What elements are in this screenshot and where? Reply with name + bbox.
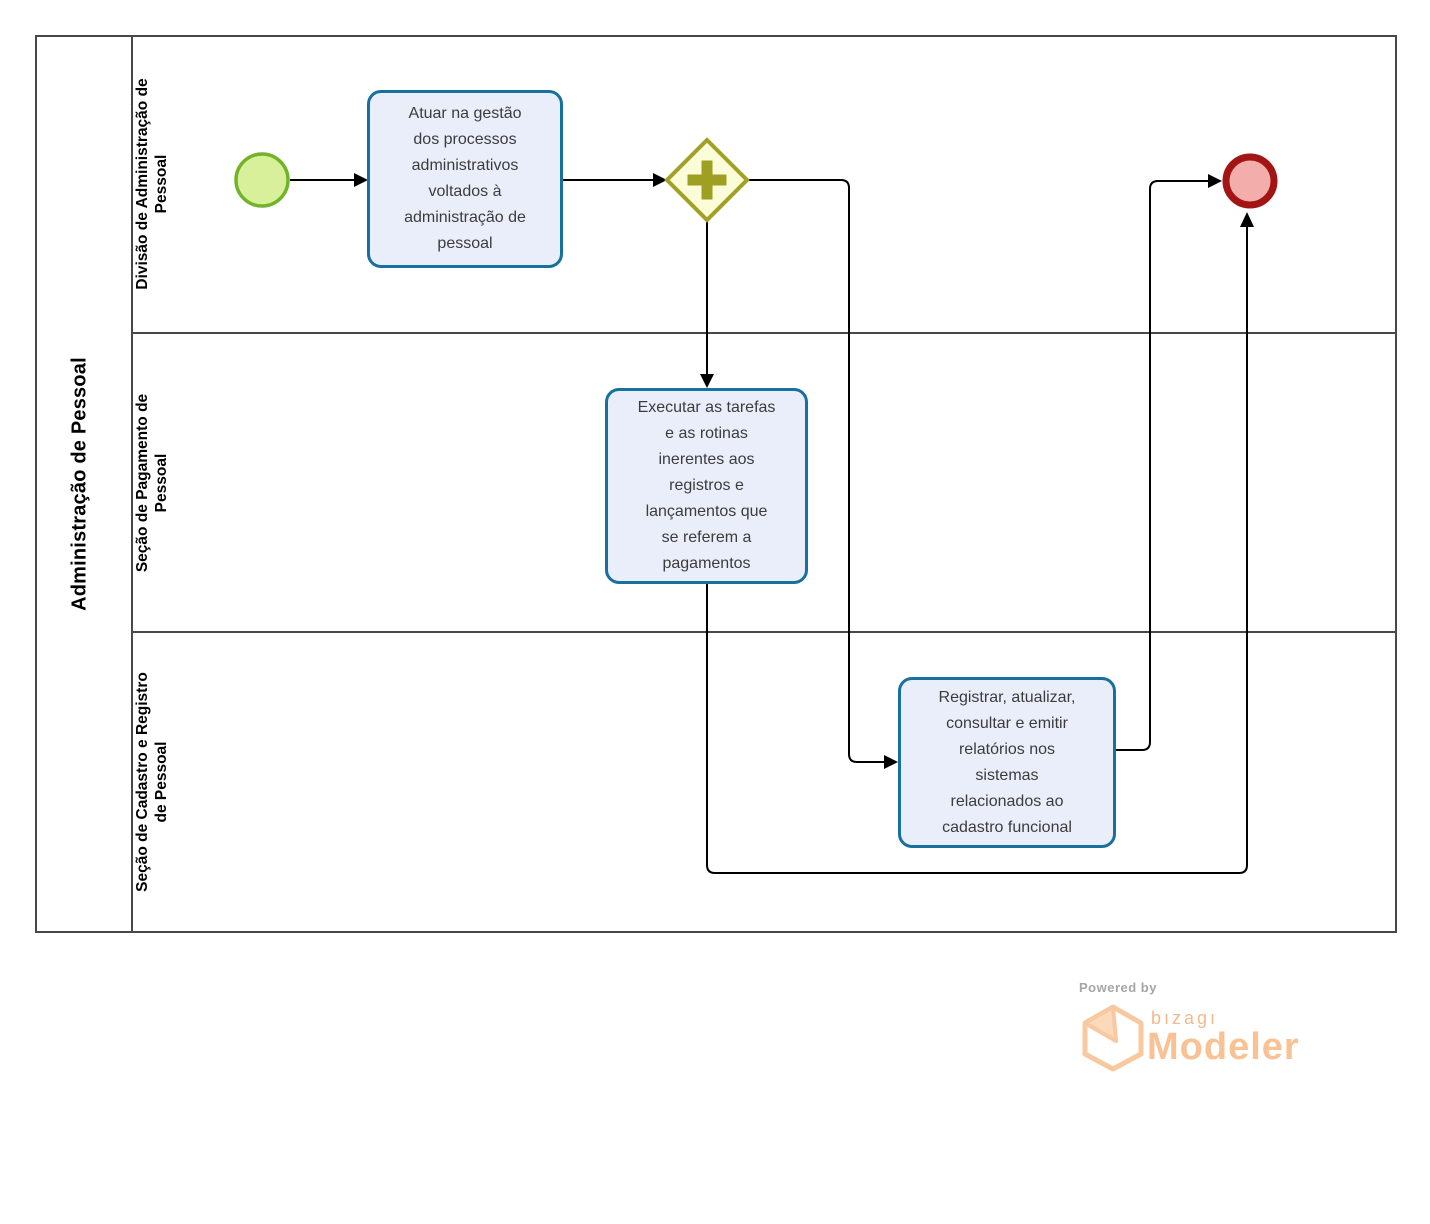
lane-label-secao-cadastro: Seção de Cadastro e Registro de Pessoal	[134, 672, 170, 892]
lane-divider-2	[131, 631, 1397, 633]
task-registrar-atualizar: Registrar, atualizar, consultar e emitir…	[898, 677, 1116, 848]
pool-title: Administração de Pessoal	[68, 357, 91, 611]
bizagi-cube-lid	[1083, 1005, 1118, 1043]
bizagi-brand-label: bızagı	[1151, 1008, 1219, 1028]
bizagi-logo-icon	[1082, 1004, 1144, 1072]
pool-title-separator	[131, 35, 133, 933]
pool	[35, 35, 1397, 933]
lane-divider-1	[131, 332, 1397, 334]
lane-label-secao-pagamento: Seção de Pagamento de Pessoal	[134, 393, 170, 573]
modeler-label: Modeler	[1147, 1026, 1300, 1068]
powered-by-label: Powered by	[1079, 980, 1157, 995]
task-atuar-gestao: Atuar na gestão dos processos administra…	[367, 90, 563, 268]
task-executar-tarefas: Executar as tarefas e as rotinas inerent…	[605, 388, 808, 584]
lane-label-divisao-administracao: Divisão de Administração de Pessoal	[134, 78, 170, 290]
